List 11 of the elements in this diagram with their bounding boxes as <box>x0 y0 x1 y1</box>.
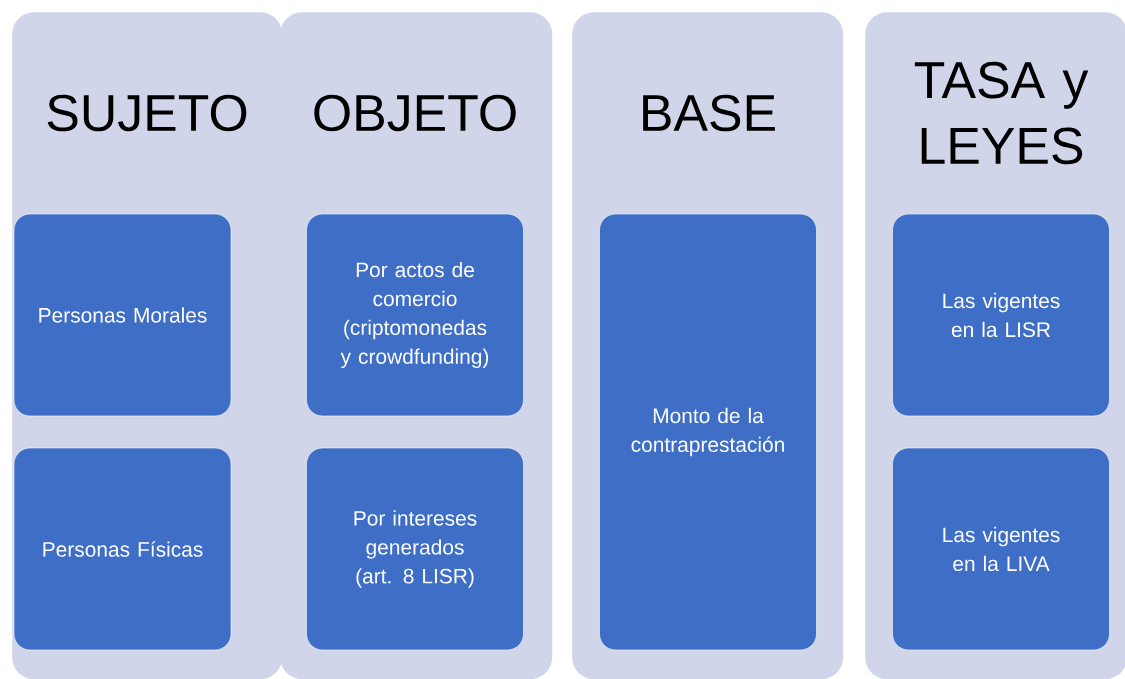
column-heading: TASA y LEYES <box>914 61 1089 165</box>
text-box: Por actos de comercio (criptomonedas y crowdfunding) <box>306 213 524 417</box>
text-box: Personas Físicas <box>13 447 232 651</box>
text-box: Las vigentes en la LIVA <box>892 447 1110 651</box>
text-box: Por intereses generados (art. 8 LISR) <box>306 447 524 651</box>
column-heading: BASE <box>643 94 775 132</box>
text-box: Las vigentes en la LISR <box>892 213 1110 417</box>
text-box: Monto de la contraprestación <box>599 213 817 651</box>
column-heading: SUJETO <box>47 94 247 132</box>
text-box: Personas Morales <box>13 213 232 417</box>
column-heading: OBJETO <box>314 94 516 132</box>
